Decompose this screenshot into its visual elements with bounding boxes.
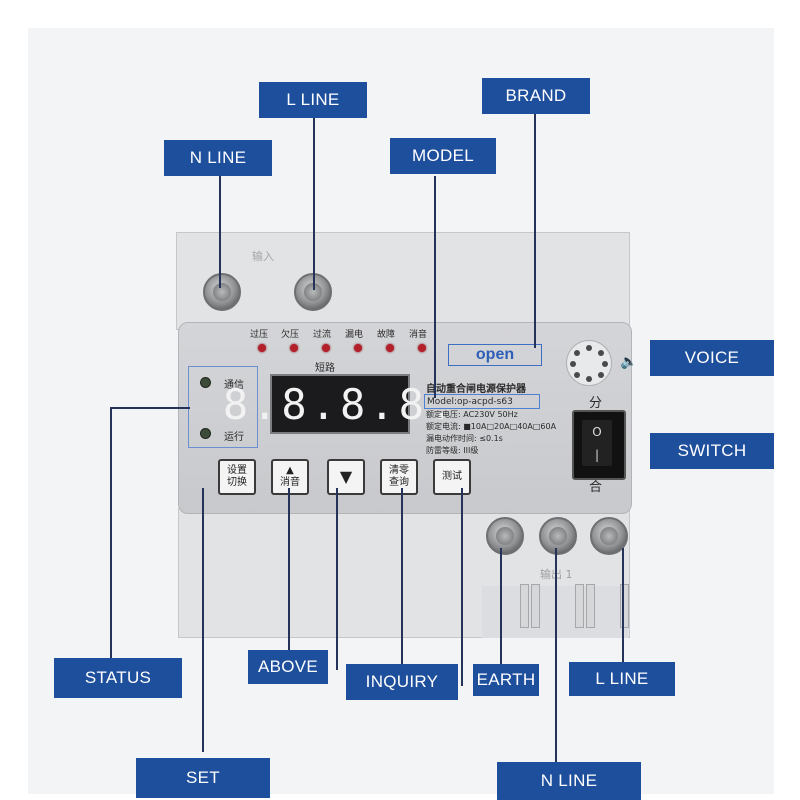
led-overvoltage: [258, 344, 266, 352]
n-line-output-terminal: [539, 517, 577, 555]
switch-on-label: 合: [589, 480, 603, 495]
speaker-hole: [602, 361, 608, 367]
led-mute: [418, 344, 426, 352]
output-prong: [531, 584, 540, 628]
leader-line-earth: [500, 548, 502, 664]
buzzer-speaker: [566, 340, 612, 386]
output-prong: [575, 584, 584, 628]
leader-line-status-h: [110, 407, 190, 409]
leader-line-status-v: [110, 407, 112, 659]
short-circuit-label: 短路: [315, 363, 335, 374]
leader-line-down: [336, 488, 338, 670]
led-undervoltage: [290, 344, 298, 352]
leader-line-set: [202, 488, 204, 752]
callout-switch: SWITCH: [650, 433, 774, 469]
leader-line-inquiry: [401, 488, 403, 668]
spec-leak-time: 漏电动作时间: ≤0.1s: [426, 434, 503, 443]
inquiry-button-label-bottom: 查询: [389, 477, 409, 488]
switch-rocker: O |: [582, 420, 612, 466]
callout-voice: VOICE: [650, 340, 774, 376]
speaker-hole: [598, 350, 604, 356]
status-comm-led: [200, 377, 211, 388]
digital-display: 8.8.8.8.: [223, 374, 453, 434]
device-top-housing: [176, 232, 630, 330]
leader-line-n-line-bottom: [555, 548, 557, 762]
led-leakage: [354, 344, 362, 352]
output-prong: [620, 584, 629, 628]
led-overcurrent: [322, 344, 330, 352]
switch-off-label: 分: [589, 396, 603, 411]
fault-label-undervoltage: 欠压: [281, 330, 300, 340]
power-rocker-switch[interactable]: O |: [572, 410, 626, 480]
fault-label-overvoltage: 过压: [250, 330, 269, 340]
up-arrow-icon: ▲: [286, 465, 294, 476]
spec-lightning-grade: 防雷等级: III级: [426, 446, 479, 455]
led-fault: [386, 344, 394, 352]
l-line-output-terminal: [590, 517, 628, 555]
brand-logo: open: [448, 344, 542, 366]
fault-label-fault: 故障: [377, 330, 396, 340]
spec-voltage: 额定电压: AC230V 50Hz: [426, 410, 518, 419]
test-button-label: 测试: [442, 471, 462, 482]
speaker-hole: [570, 361, 576, 367]
spec-current: 额定电流: ■10A□20A□40A□60A: [426, 422, 557, 431]
inquiry-button[interactable]: 清零 查询: [380, 459, 418, 495]
callout-inquiry: INQUIRY: [346, 664, 458, 700]
callout-set: SET: [136, 758, 270, 798]
above-button[interactable]: ▲ 消音: [271, 459, 309, 495]
n-line-input-terminal: [203, 273, 241, 311]
callout-l-line-bottom: L LINE: [569, 662, 675, 696]
callout-brand: BRAND: [482, 78, 590, 114]
leader-line-l-line-bottom: [622, 548, 624, 664]
speaker-icon: 🔈: [620, 354, 638, 370]
callout-n-line-bottom: N LINE: [497, 762, 641, 800]
model-number: Model:op-acpd-s63: [424, 394, 540, 409]
output-prong: [586, 584, 595, 628]
callout-n-line-top: N LINE: [164, 140, 272, 176]
inquiry-button-label-top: 清零: [389, 465, 409, 476]
callout-model: MODEL: [390, 138, 496, 174]
callout-earth: EARTH: [473, 664, 539, 696]
output-prong: [520, 584, 529, 628]
set-button-label-top: 设置: [227, 465, 247, 476]
set-button-label-bottom: 切换: [227, 477, 247, 488]
fault-label-leakage: 漏电: [345, 330, 364, 340]
leader-line-n-line-top: [219, 176, 221, 288]
down-arrow-icon: ▼: [339, 467, 353, 486]
leader-line-brand: [534, 112, 536, 348]
fault-label-overcurrent: 过流: [313, 330, 332, 340]
set-button[interactable]: 设置 切换: [218, 459, 256, 495]
input-label: 输入: [252, 250, 274, 263]
above-button-label: 消音: [280, 477, 300, 488]
status-comm-label: 通信: [224, 380, 244, 391]
speaker-hole: [574, 350, 580, 356]
leader-line-test: [461, 488, 463, 686]
product-title: 自动重合闸电源保护器: [426, 384, 526, 395]
fault-label-mute: 消音: [409, 330, 428, 340]
switch-on-mark: |: [594, 447, 600, 462]
callout-status: STATUS: [54, 658, 182, 698]
earth-output-terminal: [486, 517, 524, 555]
leader-line-model: [434, 176, 436, 398]
test-button[interactable]: 测试: [433, 459, 471, 495]
status-run-label: 运行: [224, 432, 244, 443]
down-button[interactable]: ▼: [327, 459, 365, 495]
speaker-hole: [586, 376, 592, 382]
callout-l-line-top: L LINE: [259, 82, 367, 118]
speaker-hole: [586, 345, 592, 351]
callout-above: ABOVE: [248, 650, 328, 684]
speaker-hole: [574, 372, 580, 378]
speaker-hole: [598, 372, 604, 378]
status-run-led: [200, 428, 211, 439]
switch-off-mark: O: [592, 424, 602, 439]
leader-line-l-line-top: [313, 118, 315, 290]
leader-line-above: [288, 488, 290, 650]
